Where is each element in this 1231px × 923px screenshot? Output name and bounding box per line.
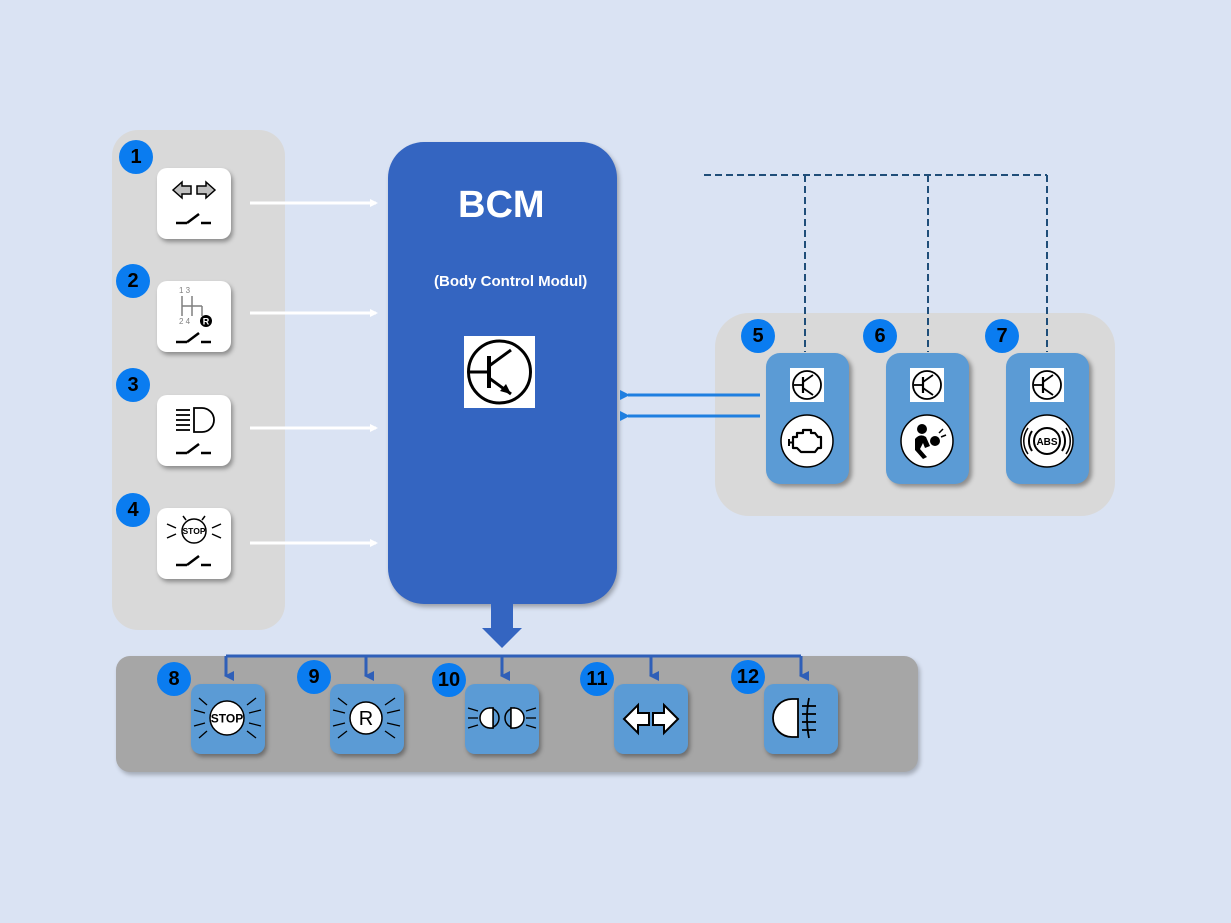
reverse-lamp-icon: R [332,697,401,739]
gear-reverse-label: R [203,317,210,327]
turn-signal-switch-icon [171,180,217,225]
stop-label: STOP [183,526,206,536]
abs-icon: ABS [1019,413,1075,469]
ecu-number-badge: 5 [741,319,775,353]
input-number-badge: 3 [116,368,150,402]
fog-light-card [764,684,838,754]
input-number-badge: 1 [119,140,153,174]
output-number-badge: 12 [731,660,765,694]
abs-label: ABS [1036,437,1057,448]
bcm-title: BCM [458,184,545,226]
fog-light-icon [772,697,816,739]
parking-light-card [465,684,539,754]
gear-bottom-label: 2 4 [179,317,191,326]
headlight-switch-card [157,395,231,466]
input-number-badge: 2 [116,264,150,298]
reverse-lamp-card: R [330,684,404,754]
abs-ecu-card: ABS [1006,353,1089,484]
reverse-gear-switch-card: 1 3 2 4 R [157,281,231,352]
output-number-badge: 11 [580,662,614,696]
headlight-switch-icon [176,407,215,455]
ecu-number-badge: 7 [985,319,1019,353]
output-number-badge: 10 [432,663,466,697]
bcm-subtitle: (Body Control Modul) [434,273,588,290]
parking-light-icon [467,707,537,729]
stop-lamp-icon: STOP [193,697,262,739]
transistor-icon [910,368,944,402]
brake-light-switch-card: STOP [157,508,231,579]
brake-light-switch-icon: STOP [166,515,222,567]
turn-signal-switch-card [157,168,231,239]
turn-indicator-card [614,684,688,754]
engine-ecu-card [766,353,849,484]
input-number-badge: 4 [116,493,150,527]
output-number-badge: 9 [297,660,331,694]
turn-indicator-icon [622,702,680,736]
ecu-number-badge: 6 [863,319,897,353]
reverse-gear-switch-icon: 1 3 2 4 R [176,286,212,344]
transistor-icon [464,336,535,408]
gear-top-label: 1 3 [179,286,191,295]
output-number-badge: 8 [157,662,191,696]
airbag-icon [899,413,955,469]
transistor-icon [1030,368,1064,402]
reverse-lamp-label: R [359,708,373,730]
stop-lamp-card: STOP [191,684,265,754]
transistor-icon [790,368,824,402]
airbag-ecu-card [886,353,969,484]
engine-check-icon [779,413,835,469]
stop-lamp-label: STOP [211,712,243,726]
